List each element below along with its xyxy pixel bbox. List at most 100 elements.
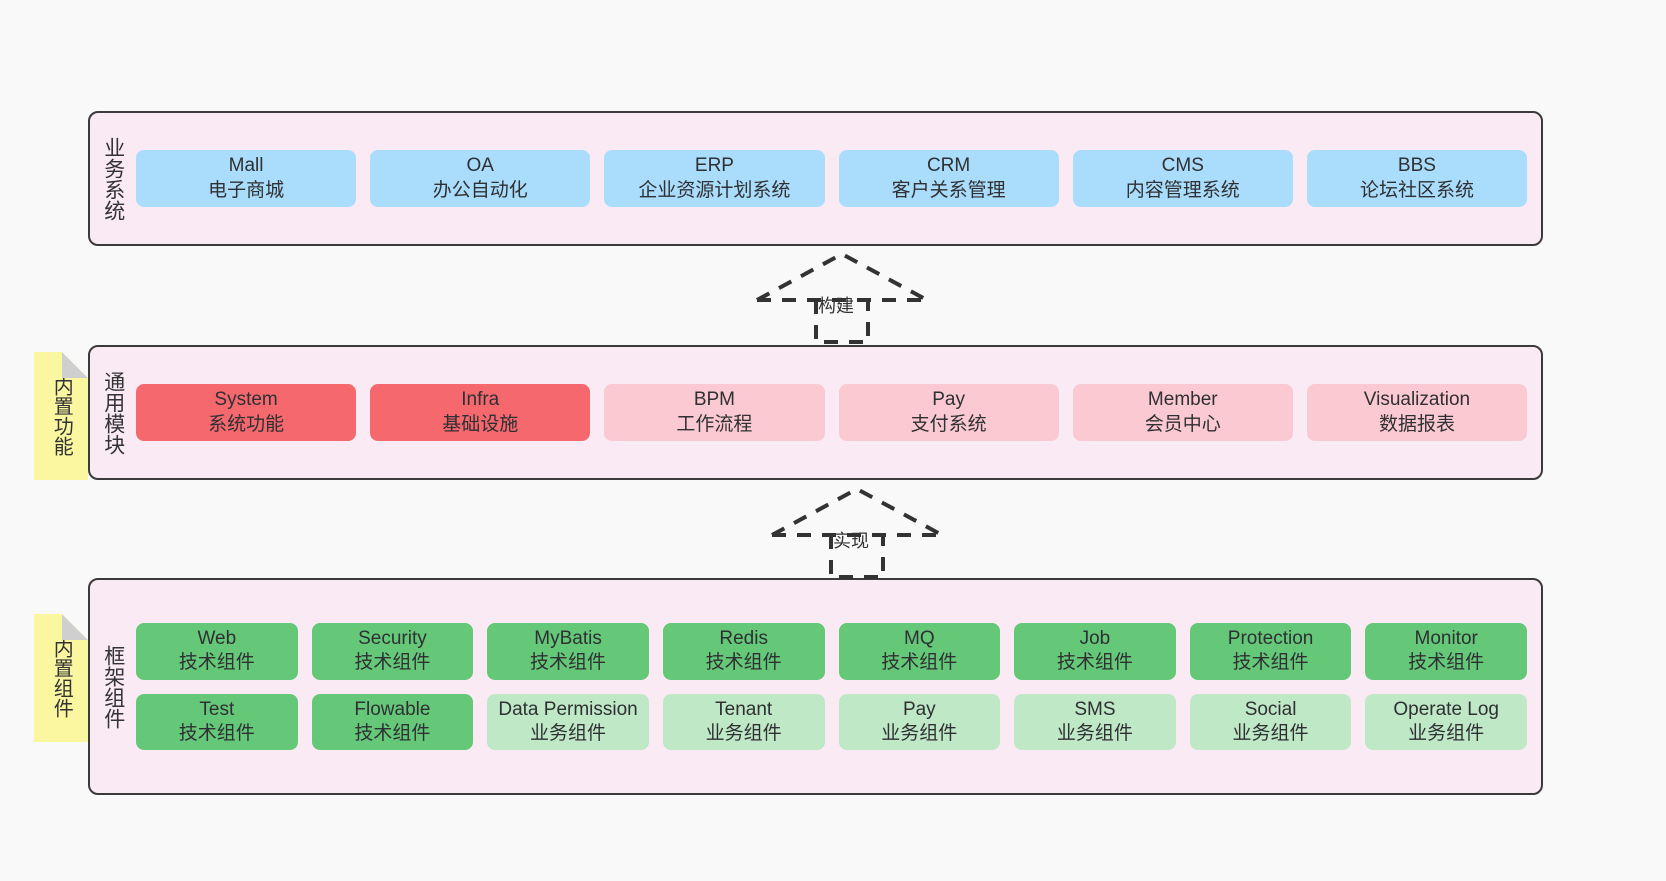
- module-card-title: Web: [197, 627, 237, 649]
- module-card-title: Security: [358, 627, 427, 649]
- module-card-subtitle: 基础设施: [442, 413, 519, 435]
- module-card-title: Job: [1079, 627, 1111, 649]
- module-card-subtitle: 电子商城: [208, 179, 285, 201]
- module-card-title: OA: [466, 155, 494, 177]
- module-card-subtitle: 系统功能: [208, 413, 285, 435]
- module-card-title: Mall: [228, 155, 264, 177]
- module-card-title: SMS: [1074, 698, 1116, 720]
- module-card[interactable]: MQ 技术组件: [838, 622, 1001, 680]
- module-card[interactable]: Protection 技术组件: [1189, 622, 1352, 680]
- module-card-subtitle: 客户关系管理: [891, 179, 1006, 201]
- note-label: 内置功能: [50, 376, 73, 456]
- module-card-title: Test: [199, 698, 235, 720]
- module-card-subtitle: 业务组件: [530, 722, 607, 744]
- module-card-title: Tenant: [715, 698, 773, 720]
- module-card-title: Protection: [1227, 627, 1314, 649]
- module-card[interactable]: MyBatis 技术组件: [487, 622, 649, 680]
- layer-title-business-system: 业务系统: [101, 136, 125, 221]
- module-card[interactable]: Redis 技术组件: [662, 622, 825, 680]
- module-card-title: Pay: [932, 389, 965, 411]
- module-card-title: Infra: [461, 389, 500, 411]
- module-card-title: System: [214, 389, 278, 411]
- module-card-title: Pay: [902, 698, 936, 720]
- module-card-title: Social: [1244, 698, 1297, 720]
- module-card-title: CMS: [1161, 155, 1204, 177]
- module-card-subtitle: 企业资源计划系统: [638, 179, 791, 201]
- arrow-up-hollow-icon: [756, 251, 928, 344]
- module-card-subtitle: 技术组件: [178, 722, 255, 744]
- layer-title-general-module: 通用模块: [101, 370, 125, 455]
- arrow-up-hollow-icon: [771, 486, 943, 579]
- module-card-subtitle: 技术组件: [354, 722, 431, 744]
- module-card-subtitle: 技术组件: [530, 652, 607, 674]
- module-card-subtitle: 业务组件: [705, 722, 782, 744]
- module-card-title: Flowable: [354, 698, 431, 720]
- module-card-subtitle: 业务组件: [881, 722, 958, 744]
- module-card-subtitle: 技术组件: [705, 652, 782, 674]
- module-card-title: MQ: [904, 627, 935, 649]
- module-card-subtitle: 内容管理系统: [1125, 179, 1240, 201]
- module-card-title: ERP: [694, 155, 734, 177]
- module-card-title: Data Permission: [498, 698, 638, 720]
- module-card-title: BPM: [693, 389, 736, 411]
- module-card-subtitle: 技术组件: [178, 652, 255, 674]
- connector-label-implement: 实现: [833, 531, 869, 551]
- module-card-title: Redis: [719, 627, 768, 649]
- module-card-subtitle: 业务组件: [1232, 722, 1309, 744]
- module-card-title: BBS: [1397, 155, 1436, 177]
- module-card-subtitle: 技术组件: [1232, 652, 1309, 674]
- module-card-subtitle: 会员中心: [1144, 413, 1221, 435]
- note-framework-component: 内置组件: [34, 614, 88, 742]
- note-fold-corner-icon: [62, 614, 88, 640]
- module-card[interactable]: Monitor 技术组件: [1365, 622, 1527, 680]
- module-card-title: MyBatis: [534, 627, 602, 649]
- module-card-subtitle: 办公自动化: [432, 179, 528, 201]
- module-card-subtitle: 技术组件: [1408, 652, 1485, 674]
- note-label: 内置组件: [50, 638, 73, 718]
- module-card-subtitle: 数据报表: [1378, 413, 1455, 435]
- note-general-module: 内置功能: [34, 352, 88, 480]
- module-card-title: Monitor: [1414, 627, 1478, 649]
- module-card-subtitle: 技术组件: [881, 652, 958, 674]
- module-card[interactable]: Web 技术组件: [136, 622, 298, 680]
- module-card-subtitle: 工作流程: [676, 413, 753, 435]
- module-card-title: Member: [1147, 389, 1218, 411]
- module-card-subtitle: 支付系统: [910, 413, 987, 435]
- connector-implement: [771, 486, 943, 579]
- note-fold-corner-icon: [62, 352, 88, 378]
- connector-label-build: 构建: [818, 296, 854, 316]
